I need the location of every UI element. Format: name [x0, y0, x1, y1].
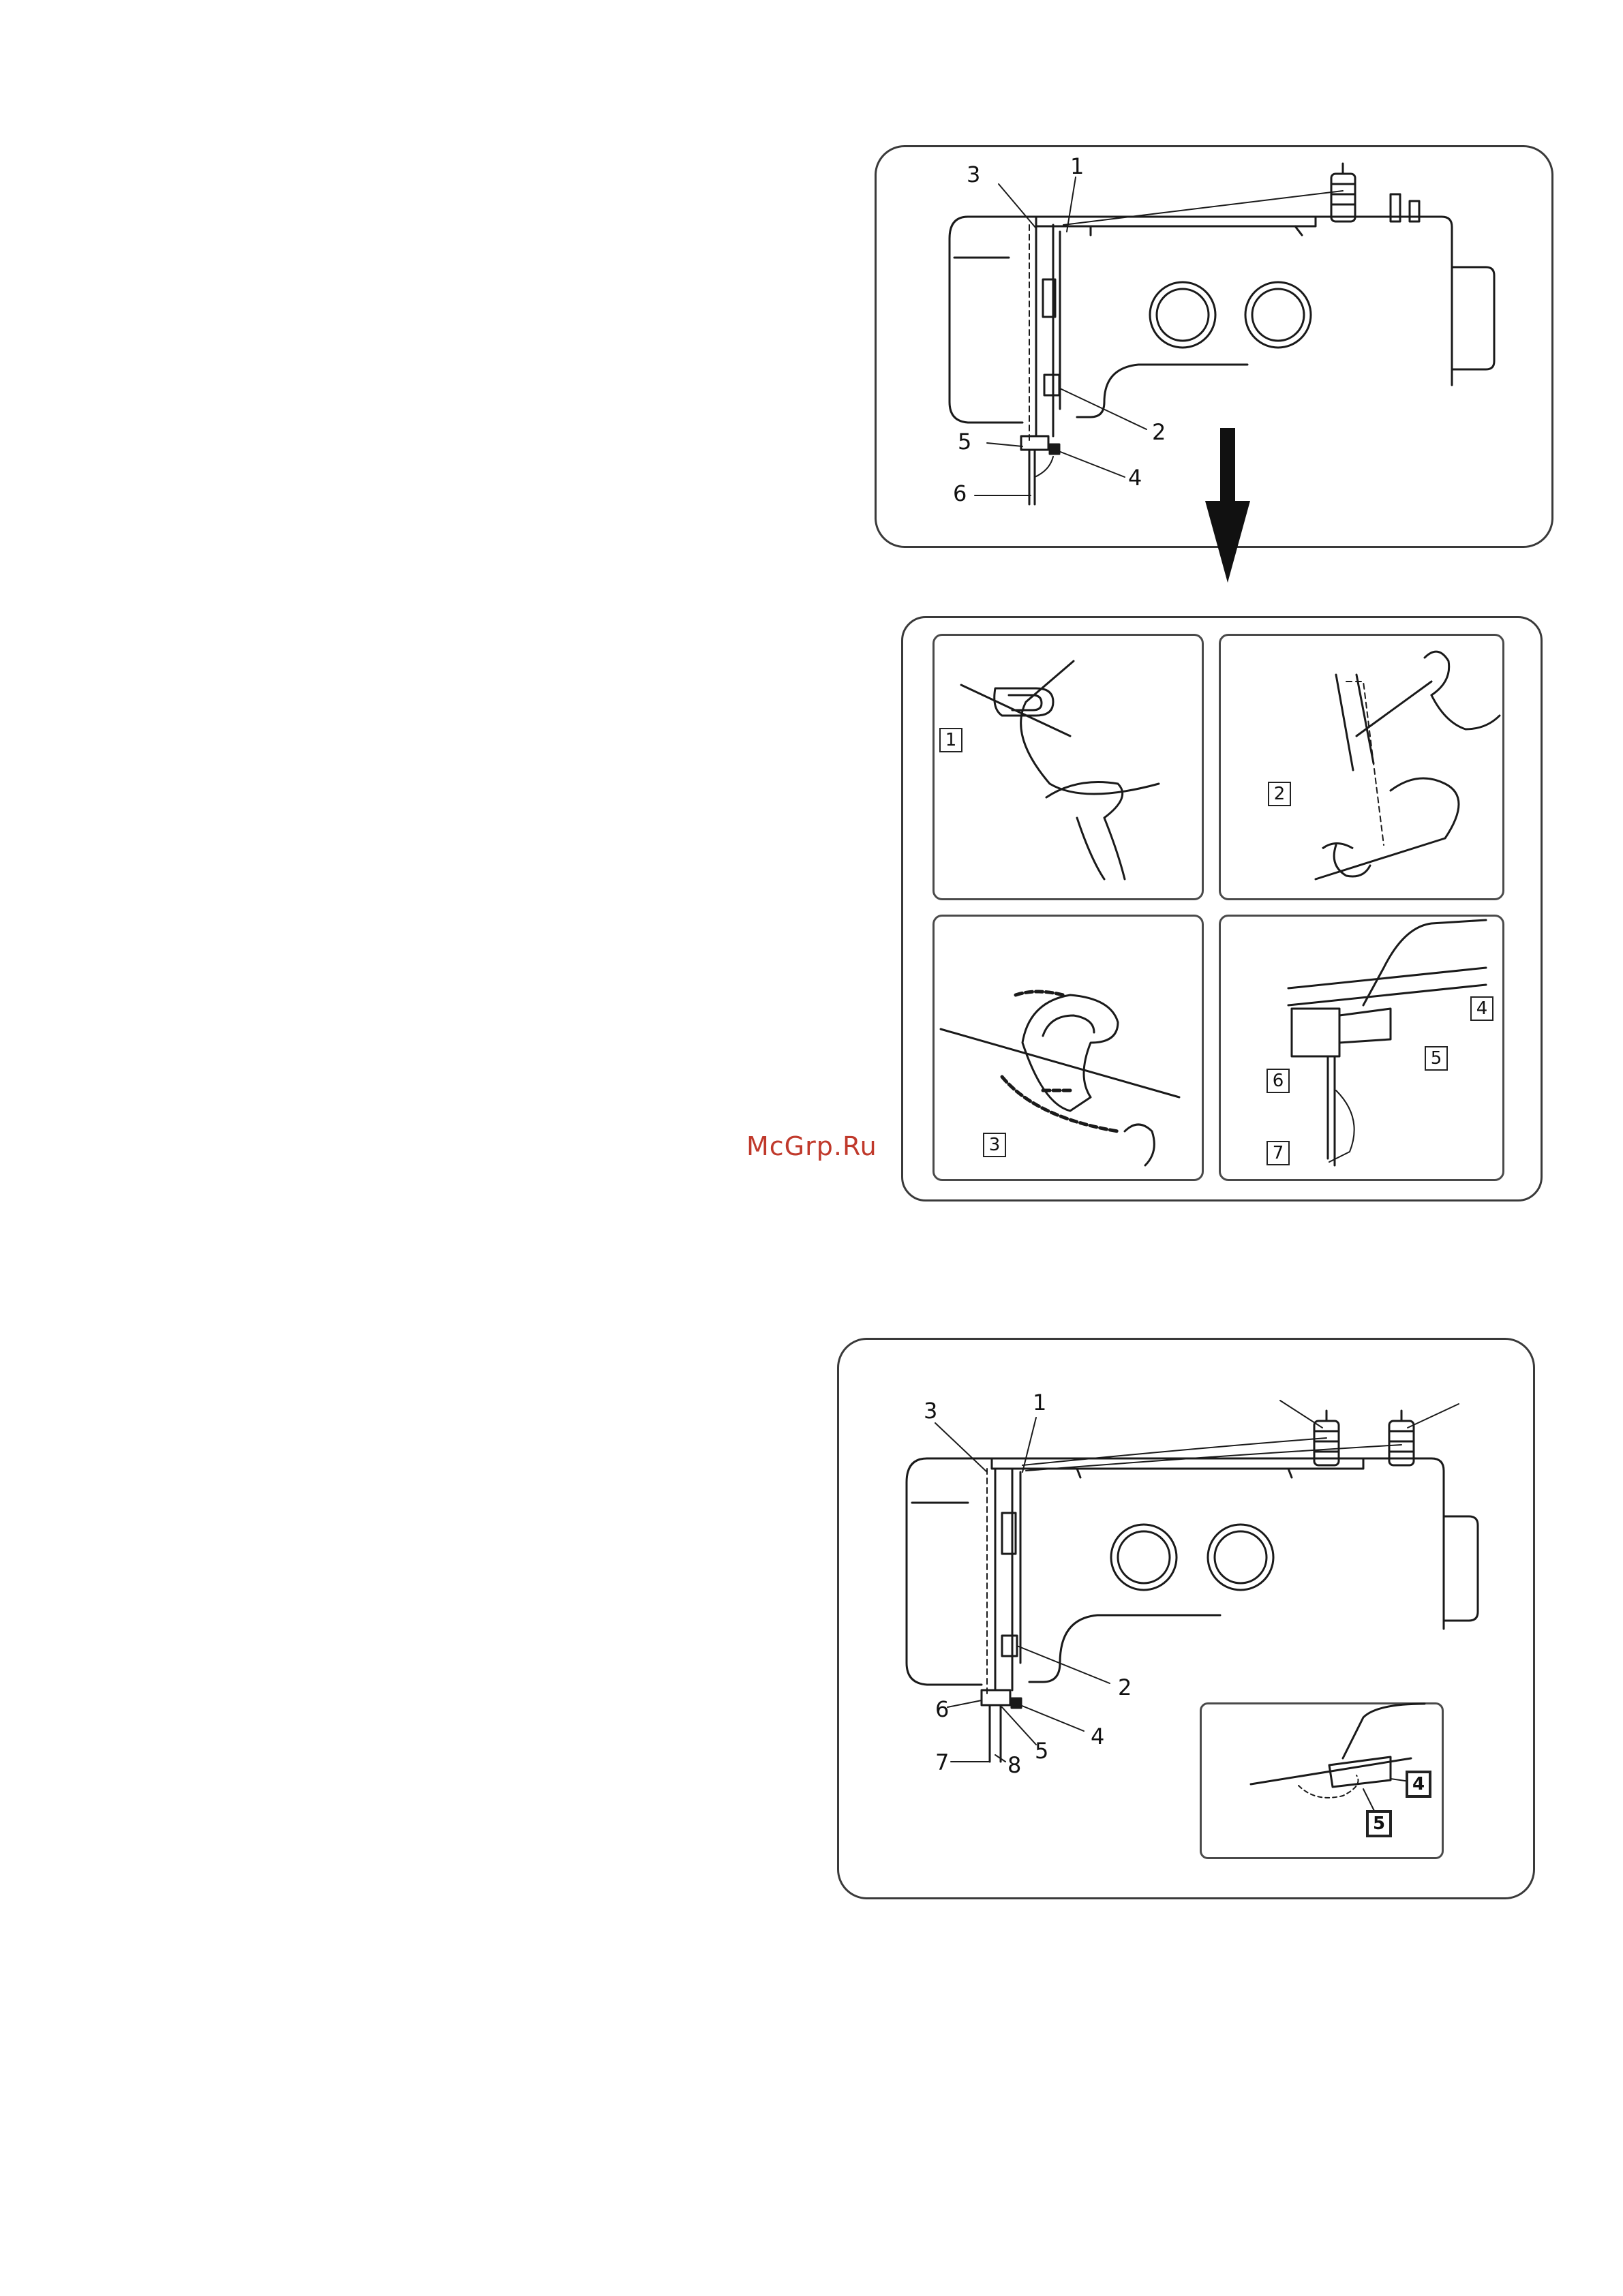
label-5: 5: [958, 431, 971, 453]
watermark: McGrp.Ru: [746, 1131, 877, 1161]
step-panel-4: [1219, 915, 1504, 1181]
step-panel-2: [1219, 634, 1504, 900]
step-panel-3: [932, 915, 1204, 1181]
label-7: 7: [935, 1751, 949, 1773]
figure-threading-frame: [875, 145, 1553, 548]
label-8: 8: [1007, 1754, 1021, 1776]
label-1: 1: [1033, 1392, 1046, 1413]
step-panel-1: [932, 634, 1204, 900]
step-label-3: 3: [983, 1133, 1006, 1157]
step-label-2: 2: [1268, 782, 1291, 806]
label-3: 3: [924, 1400, 937, 1422]
step-label-1: 1: [939, 728, 962, 752]
step-label-6: 6: [1266, 1069, 1290, 1093]
label-4: 4: [1091, 1726, 1104, 1747]
label-1: 1: [1070, 155, 1084, 177]
label-4: 4: [1128, 467, 1142, 489]
inset-label-5: 5: [1366, 1810, 1392, 1837]
step-label-7: 7: [1266, 1141, 1290, 1165]
step-label-4: 4: [1470, 996, 1493, 1021]
label-6: 6: [953, 483, 967, 504]
label-2: 2: [1152, 421, 1166, 443]
step-label-5: 5: [1425, 1046, 1448, 1071]
label-2: 2: [1118, 1677, 1132, 1698]
inset-label-4: 4: [1406, 1771, 1431, 1798]
label-3: 3: [967, 164, 980, 185]
label-5: 5: [1035, 1740, 1048, 1762]
label-6: 6: [935, 1698, 949, 1720]
